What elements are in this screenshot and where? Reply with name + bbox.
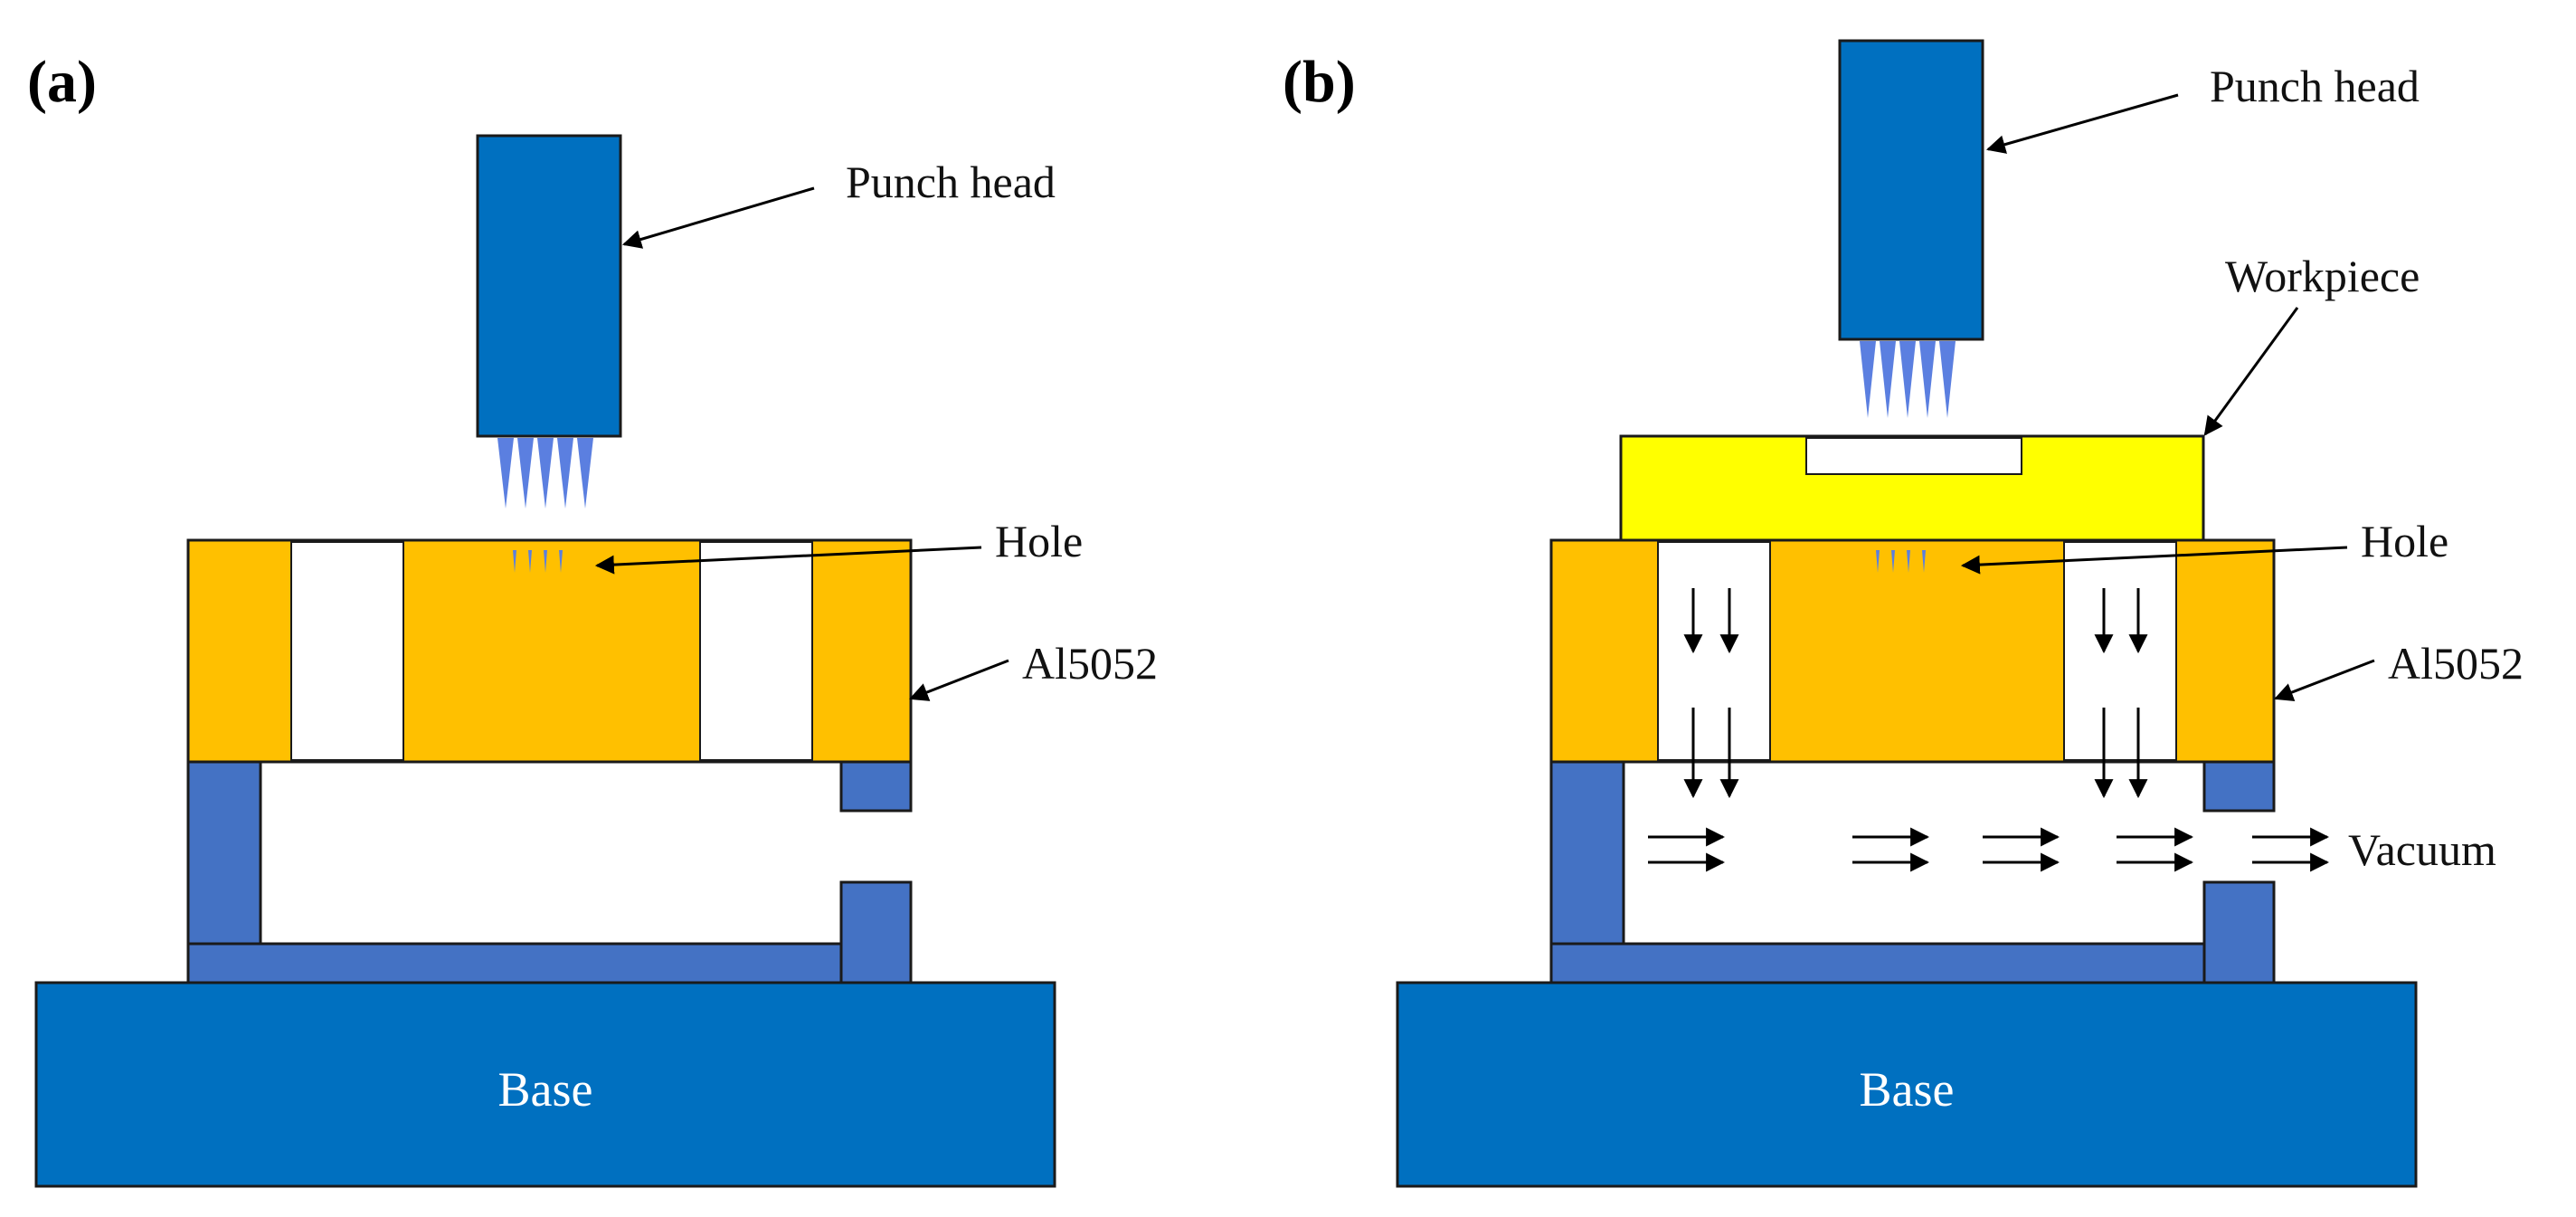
panel-b-vacuum-flow-horizontal [1648, 827, 2330, 872]
panel-b-vacuum-flow-vertical [1683, 588, 2148, 799]
panel-b-slot-left [1657, 541, 1771, 761]
panel-a-fixture-bottom [186, 942, 913, 984]
panel-a-letter: (a) [27, 49, 97, 115]
panel-b-label-al5052: Al5052 [2388, 638, 2524, 689]
panel-b-label-vacuum: Vacuum [2348, 824, 2496, 875]
panel-a-base [34, 981, 1056, 1188]
panel-a-slot-left [290, 541, 404, 761]
panel-b-fixture-cavity-cover [1625, 764, 2202, 942]
panel-b: (b) Base [1283, 39, 2524, 1188]
panel-a-slot-right [699, 541, 813, 761]
panel-b-punch-needles [1860, 341, 1956, 418]
panel-b-workpiece [1619, 434, 2205, 542]
panel-a-holes [513, 550, 563, 573]
panel-b-fixture-right-wall-upper [2202, 760, 2276, 813]
panel-a-fixture-cavity-cover [262, 764, 839, 942]
panel-b-base-label: Base [1860, 1062, 1955, 1117]
panel-b-base [1396, 981, 2418, 1188]
panel-a-label-punch-head: Punch head [846, 157, 1056, 207]
panel-b-fixture-right-wall-lower [2202, 880, 2276, 984]
panel-b-label-hole: Hole [2361, 516, 2448, 566]
panel-b-fixture-bottom [1549, 942, 2276, 984]
panel-a: (a) Base [27, 49, 1158, 1188]
panel-a-fixture-right-wall-upper [839, 760, 913, 813]
panel-a-label-hole: Hole [995, 516, 1083, 566]
panel-b-slot-right [2063, 541, 2177, 761]
panel-a-base-label: Base [498, 1062, 593, 1117]
panel-a-punch-head [476, 134, 622, 438]
panel-b-holes [1876, 550, 1926, 573]
panel-b-label-punch-head: Punch head [2210, 61, 2420, 111]
panel-a-fixture-right-wall-lower [839, 880, 913, 984]
panel-a-label-al5052: Al5052 [1022, 638, 1158, 689]
panel-b-letter: (b) [1283, 49, 1356, 115]
panel-a-punch-needles [497, 438, 593, 509]
panel-b-label-workpiece: Workpiece [2225, 251, 2420, 301]
panel-b-workpiece-recess [1805, 437, 2022, 475]
panel-b-punch-head [1838, 39, 1984, 341]
